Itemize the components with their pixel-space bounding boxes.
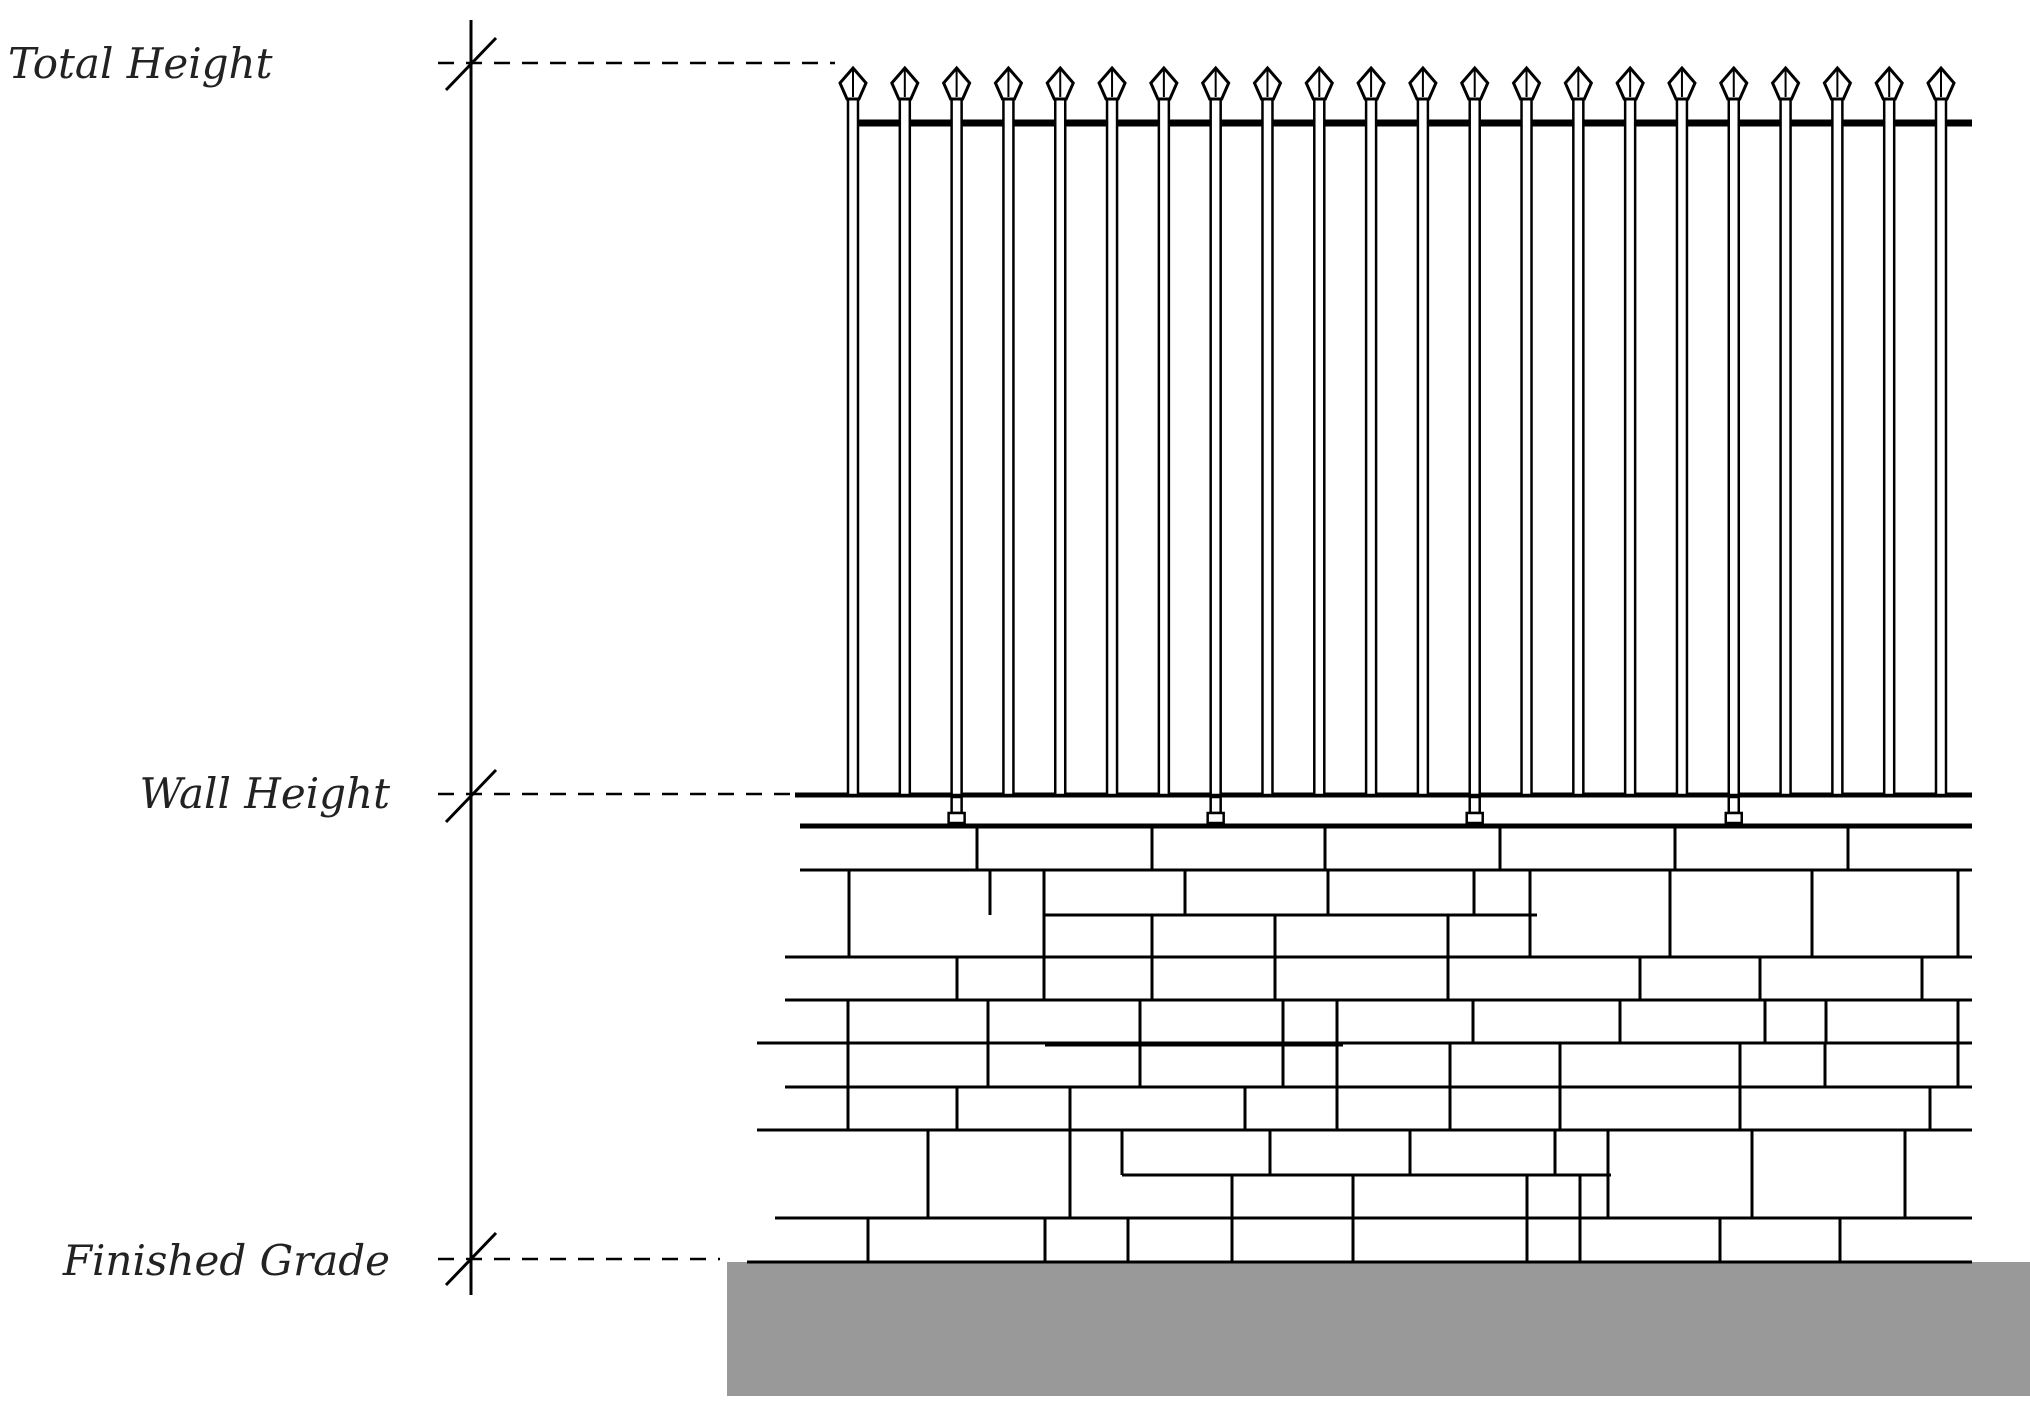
- fence-picket: [1882, 94, 1896, 797]
- fence-bracket-base-2: [1206, 811, 1225, 825]
- fence-picket: [1468, 94, 1481, 797]
- fence-picket: [1261, 94, 1274, 797]
- fence-bracket-4: [1727, 795, 1741, 815]
- label-total-height: Total Height: [8, 39, 273, 88]
- fence-picket: [1364, 94, 1378, 797]
- stone-wall: [747, 823, 1972, 1264]
- fence-picket: [1779, 94, 1792, 797]
- fence-bracket-1: [950, 795, 963, 815]
- fence-picket: [1572, 94, 1585, 797]
- fence-picket: [846, 94, 860, 797]
- fence-picket: [1520, 94, 1533, 797]
- fence-picket: [1675, 94, 1689, 797]
- fence-picket: [1209, 94, 1222, 797]
- fence-picket: [1053, 94, 1067, 797]
- fence-picket: [898, 94, 912, 797]
- fence-picket: [1831, 94, 1844, 797]
- label-wall-height: Wall Height: [139, 769, 390, 818]
- fence-picket: [1313, 94, 1326, 797]
- fence-picket: [1416, 94, 1430, 797]
- fence-picket: [1934, 94, 1948, 797]
- tick-wall-height: [444, 768, 498, 824]
- ground-fill: [727, 1262, 2030, 1396]
- fence-picket: [1727, 94, 1741, 797]
- fence-bracket-3: [1468, 795, 1481, 815]
- label-finished-grade: Finished Grade: [62, 1236, 390, 1285]
- fence-bracket-base-4: [1724, 811, 1744, 825]
- fence-picket: [950, 94, 963, 797]
- fence-bracket-2: [1209, 795, 1222, 815]
- fence-bracket-base-3: [1465, 811, 1484, 825]
- fence-picket: [1105, 94, 1119, 797]
- fence: [795, 65, 1972, 825]
- fence-picket: [1157, 94, 1171, 797]
- fence-picket: [1002, 94, 1015, 797]
- fence-picket: [1623, 94, 1637, 797]
- fence-bracket-base-1: [947, 811, 966, 825]
